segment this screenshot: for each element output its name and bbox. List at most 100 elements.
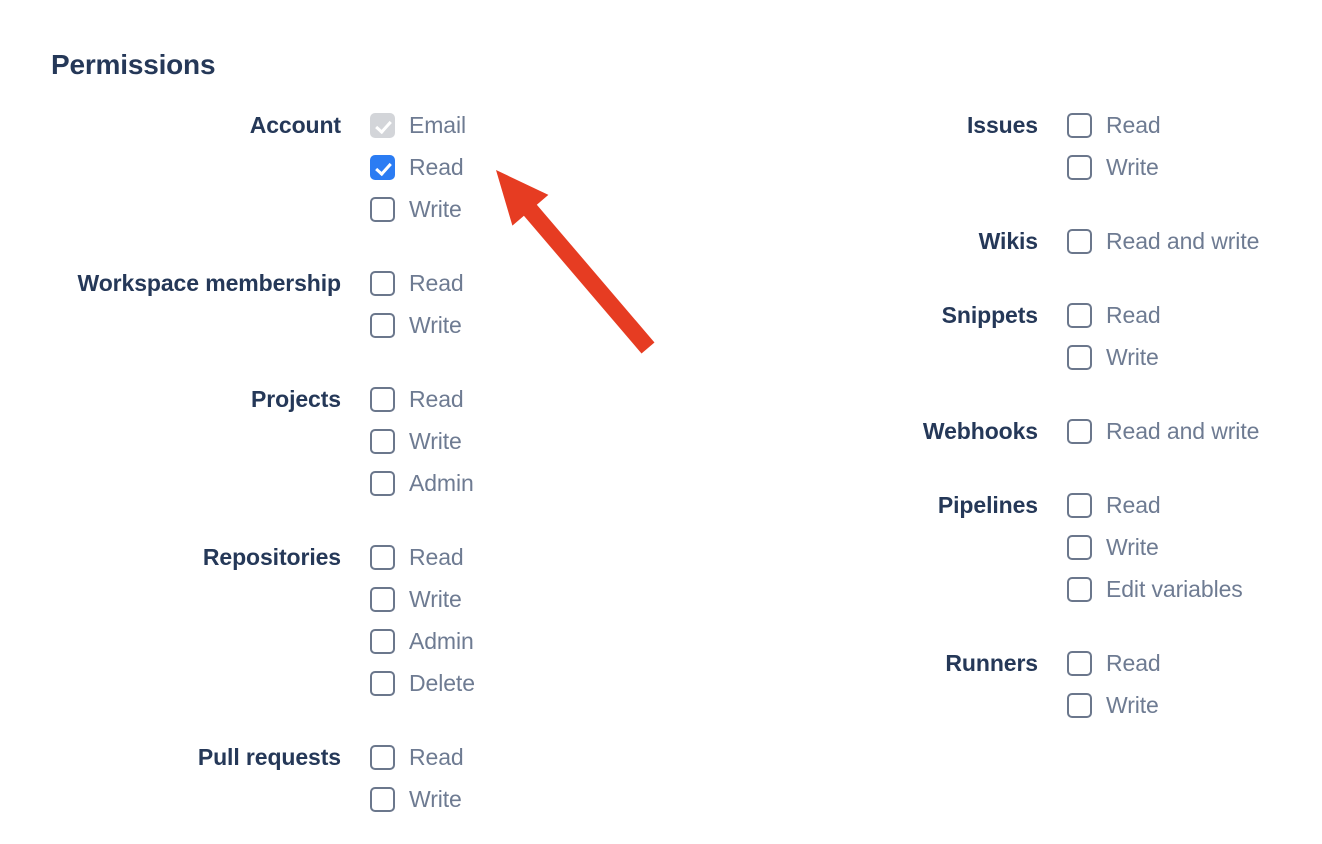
permission-option-row[interactable]: Read [370, 536, 475, 578]
permission-option-row[interactable]: Write [370, 304, 464, 346]
permission-group-label: Issues [966, 112, 1038, 138]
permission-option-label: Write [409, 785, 462, 812]
pipelines-read-checkbox[interactable] [1067, 492, 1092, 518]
pipelines-write-checkbox[interactable] [1067, 534, 1092, 560]
permission-option-label: Read [409, 269, 464, 296]
permission-option-row[interactable]: Write [1067, 336, 1161, 378]
permission-option-label: Write [1106, 691, 1159, 718]
permission-option-label: Delete [409, 669, 475, 696]
permission-option-row[interactable]: Read and write [1067, 410, 1259, 452]
permission-group-label: Workspace membership [77, 270, 342, 296]
permission-group-label: Wikis [978, 228, 1038, 254]
issues-write-checkbox[interactable] [1067, 154, 1092, 180]
permission-option-row[interactable]: Read [370, 146, 466, 188]
snippets-read-checkbox[interactable] [1067, 302, 1092, 328]
permission-group-label: Webhooks [922, 418, 1038, 444]
permission-option-label: Read [409, 385, 464, 412]
projects-write-checkbox[interactable] [370, 428, 395, 454]
permission-option-label: Write [409, 311, 462, 338]
repositories-admin-checkbox[interactable] [370, 628, 395, 654]
permission-option-row[interactable]: Write [370, 778, 464, 820]
permission-option-label: Read [1106, 649, 1161, 676]
permission-option-row[interactable]: Admin [370, 462, 474, 504]
wikis-read-and-write-checkbox[interactable] [1067, 228, 1092, 254]
permission-option-row[interactable]: Read [370, 736, 464, 778]
webhooks-read-and-write-checkbox[interactable] [1067, 418, 1092, 444]
permission-option-label: Read [1106, 491, 1161, 518]
runners-write-checkbox[interactable] [1067, 692, 1092, 718]
permission-option-label: Write [1106, 343, 1159, 370]
permission-option-label: Edit variables [1106, 575, 1243, 602]
workspace-membership-write-checkbox[interactable] [370, 312, 395, 338]
permission-option-row[interactable]: Write [1067, 684, 1161, 726]
permission-option-label: Read [409, 743, 464, 770]
issues-read-checkbox[interactable] [1067, 112, 1092, 138]
permission-group-label: Pull requests [197, 744, 341, 770]
pull-requests-write-checkbox[interactable] [370, 786, 395, 812]
workspace-membership-read-checkbox[interactable] [370, 270, 395, 296]
repositories-write-checkbox[interactable] [370, 586, 395, 612]
permission-group-label: Runners [945, 650, 1038, 676]
permission-option-label: Read and write [1106, 417, 1260, 444]
permission-option-label: Read [1106, 111, 1161, 138]
permission-option-row[interactable]: Read [1067, 484, 1243, 526]
permission-option-row[interactable]: Read [370, 378, 474, 420]
runners-read-checkbox[interactable] [1067, 650, 1092, 676]
permission-option-label: Write [409, 195, 462, 222]
permission-option-row[interactable]: Read [1067, 294, 1161, 336]
permission-option-label: Read [409, 153, 464, 180]
pipelines-edit-variables-checkbox[interactable] [1067, 576, 1092, 602]
permission-option-label: Read [1106, 301, 1161, 328]
permission-group: Webhooks Read and write [660, 410, 1322, 452]
permission-option-row[interactable]: Read [1067, 104, 1161, 146]
permission-option-row[interactable]: Write [370, 420, 474, 462]
permission-option-label: Read [409, 543, 464, 570]
projects-read-checkbox[interactable] [370, 386, 395, 412]
permission-option-row[interactable]: Write [1067, 146, 1161, 188]
permission-option-label: Write [1106, 533, 1159, 560]
permission-group-label: Pipelines [937, 492, 1038, 518]
permission-option-list: Read and write [1067, 410, 1259, 452]
repositories-read-checkbox[interactable] [370, 544, 395, 570]
permission-option-row[interactable]: Read and write [1067, 220, 1259, 262]
repositories-delete-checkbox[interactable] [370, 670, 395, 696]
permission-group-label: Account [249, 112, 341, 138]
permission-option-row[interactable]: Read [370, 262, 464, 304]
pull-requests-read-checkbox[interactable] [370, 744, 395, 770]
permission-group-label: Snippets [941, 302, 1038, 328]
projects-admin-checkbox[interactable] [370, 470, 395, 496]
permission-option-row[interactable]: Write [370, 578, 475, 620]
permission-option-row[interactable]: Write [370, 188, 466, 230]
permission-option-row[interactable]: Delete [370, 662, 475, 704]
permission-option-row[interactable]: Edit variables [1067, 568, 1243, 610]
account-email-checkbox [370, 112, 395, 138]
permission-option-label: Admin [409, 469, 474, 496]
permission-option-row[interactable]: Read [1067, 642, 1161, 684]
permission-option-row[interactable]: Email [370, 104, 466, 146]
account-write-checkbox[interactable] [370, 196, 395, 222]
account-read-checkbox[interactable] [370, 154, 395, 180]
permission-group-label: Projects [251, 386, 341, 412]
permission-option-row[interactable]: Admin [370, 620, 475, 662]
permission-option-row[interactable]: Write [1067, 526, 1243, 568]
snippets-write-checkbox[interactable] [1067, 344, 1092, 370]
permission-option-list: Read and write [1067, 220, 1259, 262]
